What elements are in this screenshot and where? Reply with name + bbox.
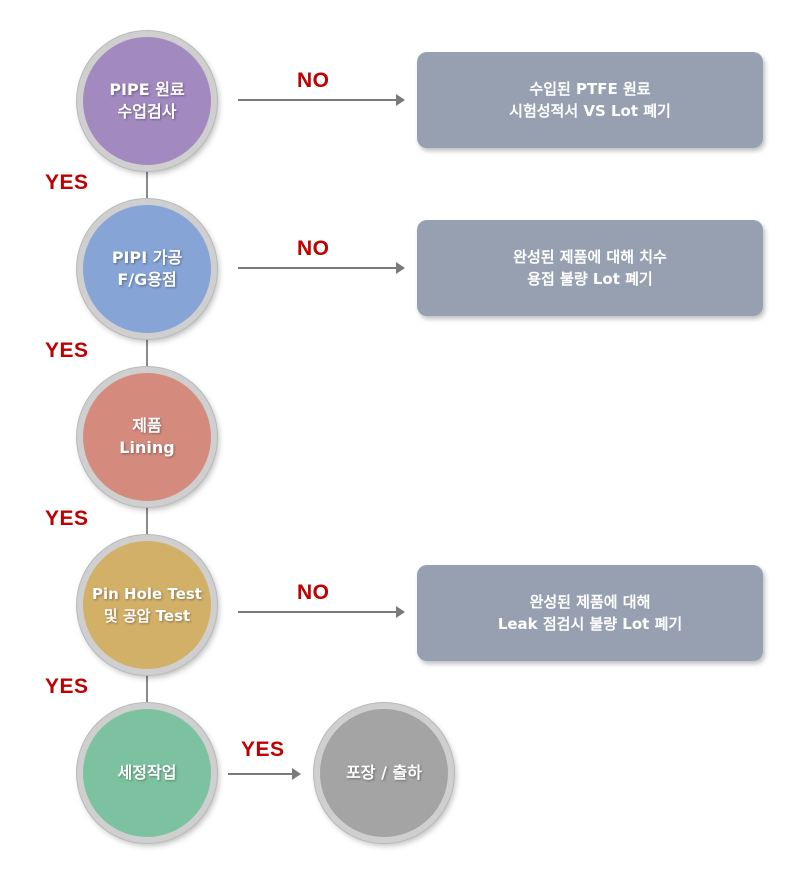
arrow-right xyxy=(238,606,405,618)
step-label-line1: PIPI 가공 xyxy=(111,248,183,267)
step-label-line1: PIPE 원료 xyxy=(109,80,185,99)
step-product-lining: 제품 Lining xyxy=(77,367,217,507)
step-label-line2: 수업검사 xyxy=(117,102,177,121)
yes-label: YES xyxy=(45,339,89,362)
step-label-line2: 및 공압 Test xyxy=(103,607,191,625)
arrow-right xyxy=(238,262,405,274)
step-label-line1: Pin Hole Test xyxy=(92,585,202,603)
reject-box-leak: 완성된 제품에 대해 Leak 점검시 불량 Lot 폐기 xyxy=(417,565,763,661)
step-packing-shipping: 포장 / 출하 xyxy=(314,703,454,843)
reject-box-dimension: 완성된 제품에 대해 치수 용접 불량 Lot 폐기 xyxy=(417,220,763,316)
reject-box-line1: 수입된 PTFE 원료 xyxy=(529,80,651,98)
reject-box-line2: 시험성적서 VS Lot 폐기 xyxy=(509,102,671,120)
step-label-line1: 제품 xyxy=(132,416,162,435)
step-pipe-processing: PIPI 가공 F/G용점 xyxy=(77,199,217,339)
reject-box-line2: Leak 점검시 불량 Lot 폐기 xyxy=(497,615,683,633)
no-label: NO xyxy=(297,581,330,604)
yes-label: YES xyxy=(45,171,89,194)
yes-label: YES xyxy=(45,507,89,530)
connector-3-4 xyxy=(146,504,148,538)
no-label: NO xyxy=(297,237,330,260)
reject-box-line2: 용접 불량 Lot 폐기 xyxy=(527,270,653,288)
yes-label: YES xyxy=(241,738,285,761)
step-pipe-inspection: PIPE 원료 수업검사 xyxy=(77,31,217,171)
step-label-line1: 포장 / 출하 xyxy=(346,763,422,782)
arrow-right xyxy=(228,768,301,780)
reject-box-line1: 완성된 제품에 대해 xyxy=(529,593,651,611)
arrow-right xyxy=(238,94,405,106)
step-label-line1: 세정작업 xyxy=(117,763,177,782)
step-label-line2: Lining xyxy=(119,438,175,457)
yes-label: YES xyxy=(45,675,89,698)
step-label-line2: F/G용점 xyxy=(117,270,177,289)
step-pinhole-test: Pin Hole Test 및 공압 Test xyxy=(77,535,217,675)
no-label: NO xyxy=(297,69,330,92)
step-cleaning: 세정작업 xyxy=(77,703,217,843)
connector-1-2 xyxy=(146,168,148,202)
reject-box-ptfe: 수입된 PTFE 원료 시험성적서 VS Lot 폐기 xyxy=(417,52,763,148)
connector-4-5 xyxy=(146,672,148,706)
reject-box-line1: 완성된 제품에 대해 치수 xyxy=(513,248,667,266)
connector-2-3 xyxy=(146,336,148,370)
